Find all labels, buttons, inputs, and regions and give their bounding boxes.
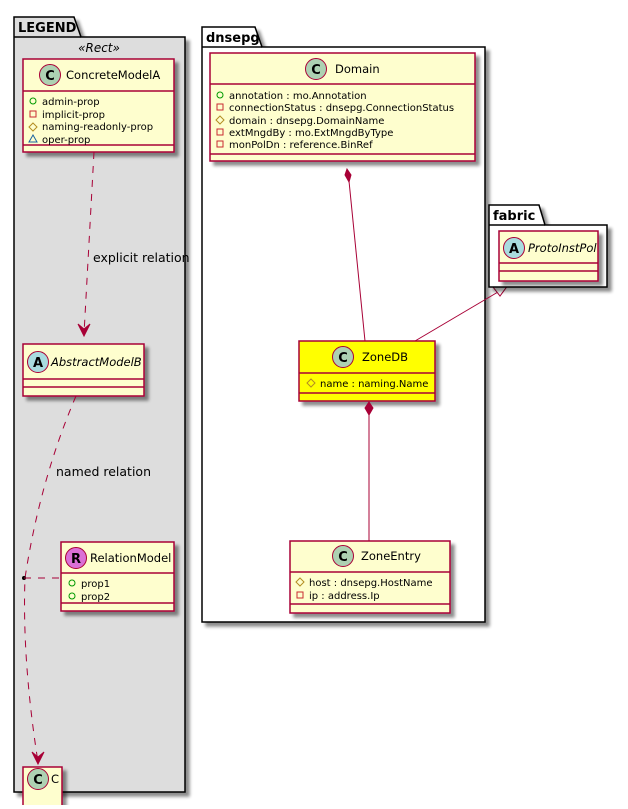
class-domain[interactable]: C Domain annotation : mo.Annotation conn… [209,52,476,162]
class-c-icon [27,768,49,790]
dnsepg-title: dnsepg [206,31,260,46]
private-icon [216,103,224,111]
edge-named-relation: named relation [22,395,151,766]
dnsepg-package: dnsepg [201,26,486,623]
protected-icon [28,122,38,132]
svg-text:C: C [45,69,55,84]
abstract-a-icon [503,237,525,259]
public-icon [68,592,76,600]
private-icon [216,140,224,148]
class-relation-model[interactable]: R RelationModel prop1 prop2 [60,541,175,612]
class-c-icon [305,58,327,80]
edge-zonedb-zoneentry [364,401,374,541]
arrow-head-icon [31,751,45,766]
class-name: AbstractModelB [50,355,142,369]
private-icon [296,591,304,599]
edge-explicit-relation: explicit relation [77,151,190,338]
fabric-title: fabric [493,209,535,224]
public-icon [216,91,224,99]
explicit-relation-label: explicit relation [93,250,190,265]
relation-r-icon [65,547,87,569]
class-zonedb[interactable]: C ZoneDB name : naming.Name [298,340,436,402]
svg-text:connectionStatus : dnsepg.Conn: connectionStatus : dnsepg.ConnectionStat… [229,103,454,114]
composition-diamond-icon [344,167,352,184]
svg-text:prop1: prop1 [81,579,110,590]
edge-domain-zonedb [344,167,366,342]
class-name: ConcreteModelA [66,68,160,82]
class-name: C [51,772,59,786]
svg-text:prop2: prop2 [81,592,110,603]
legend-title: LEGEND [18,21,77,36]
svg-text:A: A [33,356,43,371]
svg-text:admin-prop: admin-prop [42,97,100,108]
svg-text:implicit-prop: implicit-prop [42,110,105,121]
svg-text:C: C [338,550,348,565]
package-icon [28,133,38,143]
svg-text:name : naming.Name: name : naming.Name [320,379,428,390]
svg-text:C: C [33,773,43,788]
svg-text:oper-prop: oper-prop [42,135,90,146]
svg-text:monPolDn : reference.BinRef: monPolDn : reference.BinRef [229,140,373,151]
composition-diamond-icon [364,401,374,417]
class-c-icon [39,64,61,86]
svg-text:domain : dnsepg.DomainName: domain : dnsepg.DomainName [229,116,384,127]
named-relation-label: named relation [56,464,151,479]
class-name: Domain [335,62,380,76]
private-icon [216,128,224,136]
class-name: RelationModel [90,551,171,565]
public-icon [68,579,76,587]
class-protoinstpol[interactable]: A ProtoInstPol [498,230,599,282]
class-zoneentry[interactable]: C ZoneEntry host : dnsepg.HostName ip : … [289,540,451,614]
svg-text:C: C [311,63,321,78]
class-c[interactable]: C C [22,766,63,809]
class-concrete-model-a[interactable]: C ConcreteModelA admin-prop implicit-pro… [22,58,175,153]
class-c-icon [332,545,354,567]
svg-text:annotation : mo.Annotation: annotation : mo.Annotation [229,91,367,102]
svg-text:A: A [509,242,519,257]
svg-text:naming-readonly-prop: naming-readonly-prop [42,122,153,133]
class-abstract-model-b[interactable]: A AbstractModelB [22,343,145,397]
class-name: ZoneEntry [361,549,421,563]
svg-text:C: C [338,351,348,366]
abstract-a-icon [27,351,49,373]
svg-text:host : dnsepg.HostName: host : dnsepg.HostName [309,578,433,589]
class-name: ZoneDB [362,350,408,364]
svg-text:extMngdBy : mo.ExtMngdByType: extMngdBy : mo.ExtMngdByType [229,128,393,139]
svg-text:R: R [71,552,81,567]
protected-icon [306,378,316,388]
arrow-head-icon [77,323,91,338]
protected-icon [215,115,225,125]
private-icon [29,110,37,118]
class-name: ProtoInstPol [528,241,597,255]
legend-stereotype: «Rect» [78,41,120,55]
protected-icon [295,577,305,587]
public-icon [29,97,37,105]
svg-text:ip : address.Ip: ip : address.Ip [309,591,380,602]
class-c-icon [332,346,354,368]
